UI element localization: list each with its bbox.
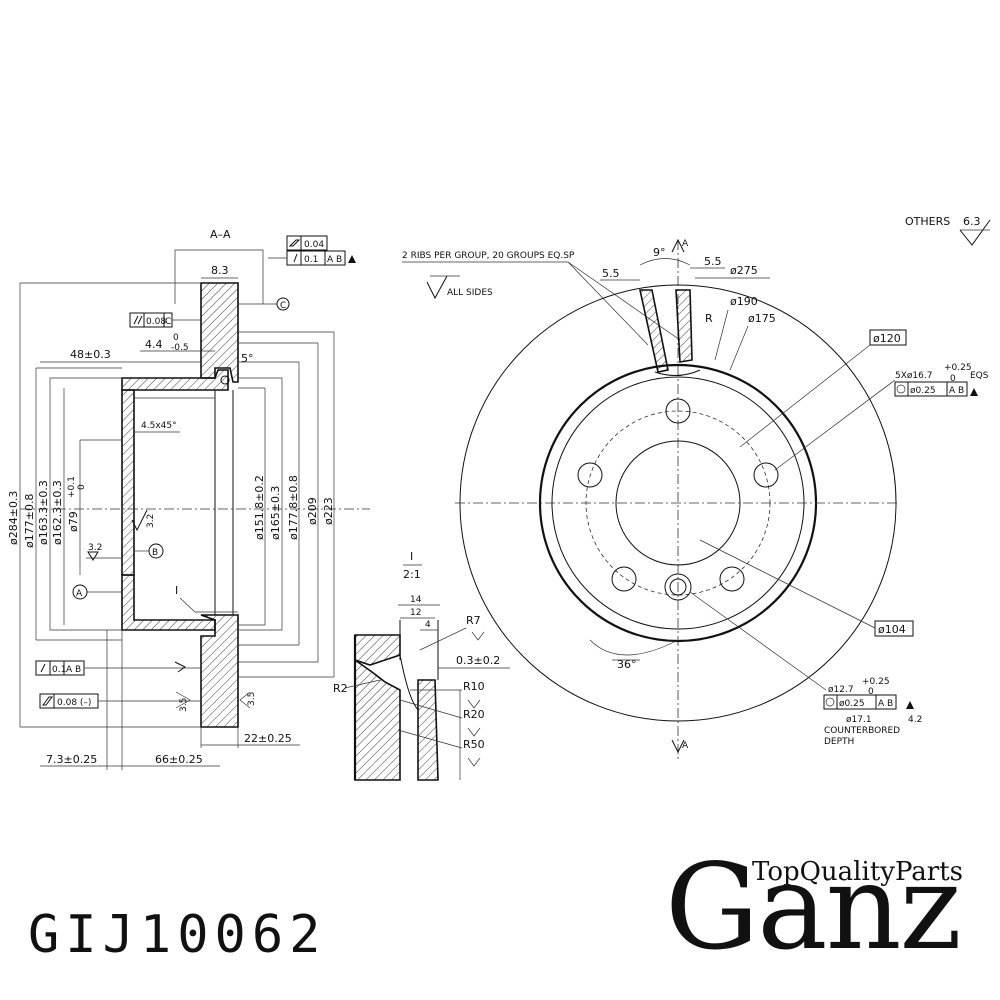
front-view: 2 RIBS PER GROUP, 20 GROUPS EQ.SP ALL SI… xyxy=(402,215,991,760)
all-sides: ALL SIDES xyxy=(447,288,493,298)
dim-55a: 5.5 xyxy=(602,267,620,280)
datum-a: A xyxy=(76,589,83,599)
detail-03: 0.3±0.2 xyxy=(456,654,500,667)
section-tolerance-frame: 0.04 0.1 A B xyxy=(286,235,356,266)
dia-165: ø165±0.3 xyxy=(269,486,282,540)
detail-r2: R2 xyxy=(333,682,348,695)
others-value: 6.3 xyxy=(963,215,981,228)
chamfer-note: 4.5x45° xyxy=(141,421,177,431)
hole-127: ø12.7 xyxy=(828,685,854,695)
dim-22: 22±0.25 xyxy=(244,732,292,745)
runout-datum: A B xyxy=(66,665,81,675)
disc-section-upper xyxy=(121,282,239,576)
dim-55b: 5.5 xyxy=(704,255,722,268)
roughness-32a: 3.2 xyxy=(146,514,156,528)
detail-ref: I xyxy=(175,584,178,597)
hole-127-tol: +0.25 xyxy=(862,677,890,687)
detail-12: 12 xyxy=(410,608,421,618)
rib-r: R xyxy=(705,312,713,325)
bolt-holes xyxy=(577,398,779,601)
ribs-note: 2 RIBS PER GROUP, 20 GROUPS EQ.SP xyxy=(402,251,575,261)
angle-5: 5° xyxy=(241,352,254,365)
counterbored: COUNTERBORED xyxy=(824,726,900,736)
section-view: A–A 0.04 0.1 A B 8.3 C 0.08 C xyxy=(7,228,370,770)
dia-177-left: ø177±0.8 xyxy=(23,494,36,548)
part-number: GIJ10062 xyxy=(28,905,327,965)
rough-35b: 3.5 xyxy=(247,692,257,706)
dim-48: 48±0.3 xyxy=(70,348,111,361)
width-dim: 8.3 xyxy=(211,264,229,277)
dia-79-tol: +0.1 xyxy=(67,476,77,498)
detail-scale: 2:1 xyxy=(403,568,421,581)
dim-73: 7.3±0.25 xyxy=(46,753,97,766)
dia-1518: ø151.8±0.2 xyxy=(253,475,266,540)
dia-190: ø190 xyxy=(730,295,758,308)
dia-275: ø275 xyxy=(730,264,758,277)
dia-163: ø163.3±0.3 xyxy=(37,480,50,545)
detail-14: 14 xyxy=(410,595,422,605)
datum-c: C xyxy=(280,301,286,311)
dia-1778: ø177.8±0.8 xyxy=(287,475,300,540)
brand-tagline: TopQualityParts xyxy=(752,857,963,887)
flatness-value-lower: 0.08 (–) xyxy=(57,698,91,708)
datum-b: B xyxy=(152,548,158,558)
detail-r50: R50 xyxy=(463,738,485,751)
depth: DEPTH xyxy=(824,737,854,747)
parallel-datum: C xyxy=(165,317,171,327)
right-diameters: ø151.8±0.2 ø165±0.3 ø177.8±0.8 ø209 ø223 xyxy=(238,331,335,678)
runout-datum-top: A B xyxy=(327,255,342,265)
detail-r10: R10 xyxy=(463,680,485,693)
dia-162: ø162.3±0.3 xyxy=(51,480,64,545)
section-a-top: A xyxy=(682,239,689,249)
dim-66: 66±0.25 xyxy=(155,753,203,766)
section-label: A–A xyxy=(210,228,231,241)
dia-209: ø209 xyxy=(306,497,319,525)
angle-9: 9° xyxy=(653,246,666,259)
dim-44: 4.4 xyxy=(145,338,163,351)
section-a-bottom: A xyxy=(682,741,689,751)
brand-name: Ganz xyxy=(665,838,962,976)
dim-44-tol-up: 0 xyxy=(173,333,179,343)
detail-r20: R20 xyxy=(463,708,485,721)
holes-pos: ø0.25 xyxy=(910,386,936,396)
others-label: OTHERS xyxy=(905,215,950,228)
dia-104: ø104 xyxy=(878,623,906,636)
runout-value-top: 0.1 xyxy=(304,255,318,265)
dia-79-tol-low: 0 xyxy=(77,484,87,490)
holes-tol: +0.25 xyxy=(944,363,972,373)
parallel-value: 0.08 xyxy=(146,317,166,327)
holes-datum: A B xyxy=(949,386,964,396)
hole-127-tol-low: 0 xyxy=(868,687,874,697)
dia-223: ø223 xyxy=(322,497,335,525)
cbore-dia: ø17.1 xyxy=(846,715,872,725)
runout-value: 0.1 xyxy=(52,665,66,675)
hole-127-pos: ø0.25 xyxy=(839,699,865,709)
hole-127-datum: A B xyxy=(878,699,893,709)
detail-r7: R7 xyxy=(466,614,481,627)
holes-spec: 5Xø16.7 xyxy=(895,371,932,381)
holes-eqs: EQS xyxy=(970,371,989,381)
dim-44-tol-low: -0.5 xyxy=(171,343,189,353)
dia-120: ø120 xyxy=(873,332,901,345)
detail-title: I xyxy=(410,550,413,563)
detail-4: 4 xyxy=(425,620,431,630)
dia-284: ø284±0.3 xyxy=(7,491,20,545)
dia-79: ø79 xyxy=(67,511,80,532)
cbore-depth: 4.2 xyxy=(908,715,922,725)
rough-35a: 3.5 xyxy=(179,698,189,712)
holes-tol-low: 0 xyxy=(950,374,956,384)
roughness-32b: 3.2 xyxy=(88,543,102,553)
detail-view: I 2:1 14 12 4 R7 0.3±0.2 R2 R10 R20 R50 xyxy=(333,550,510,781)
flatness-value: 0.04 xyxy=(304,240,324,250)
angle-36: 36° xyxy=(617,658,637,671)
dia-175: ø175 xyxy=(748,312,776,325)
vent-ribs xyxy=(639,289,701,376)
